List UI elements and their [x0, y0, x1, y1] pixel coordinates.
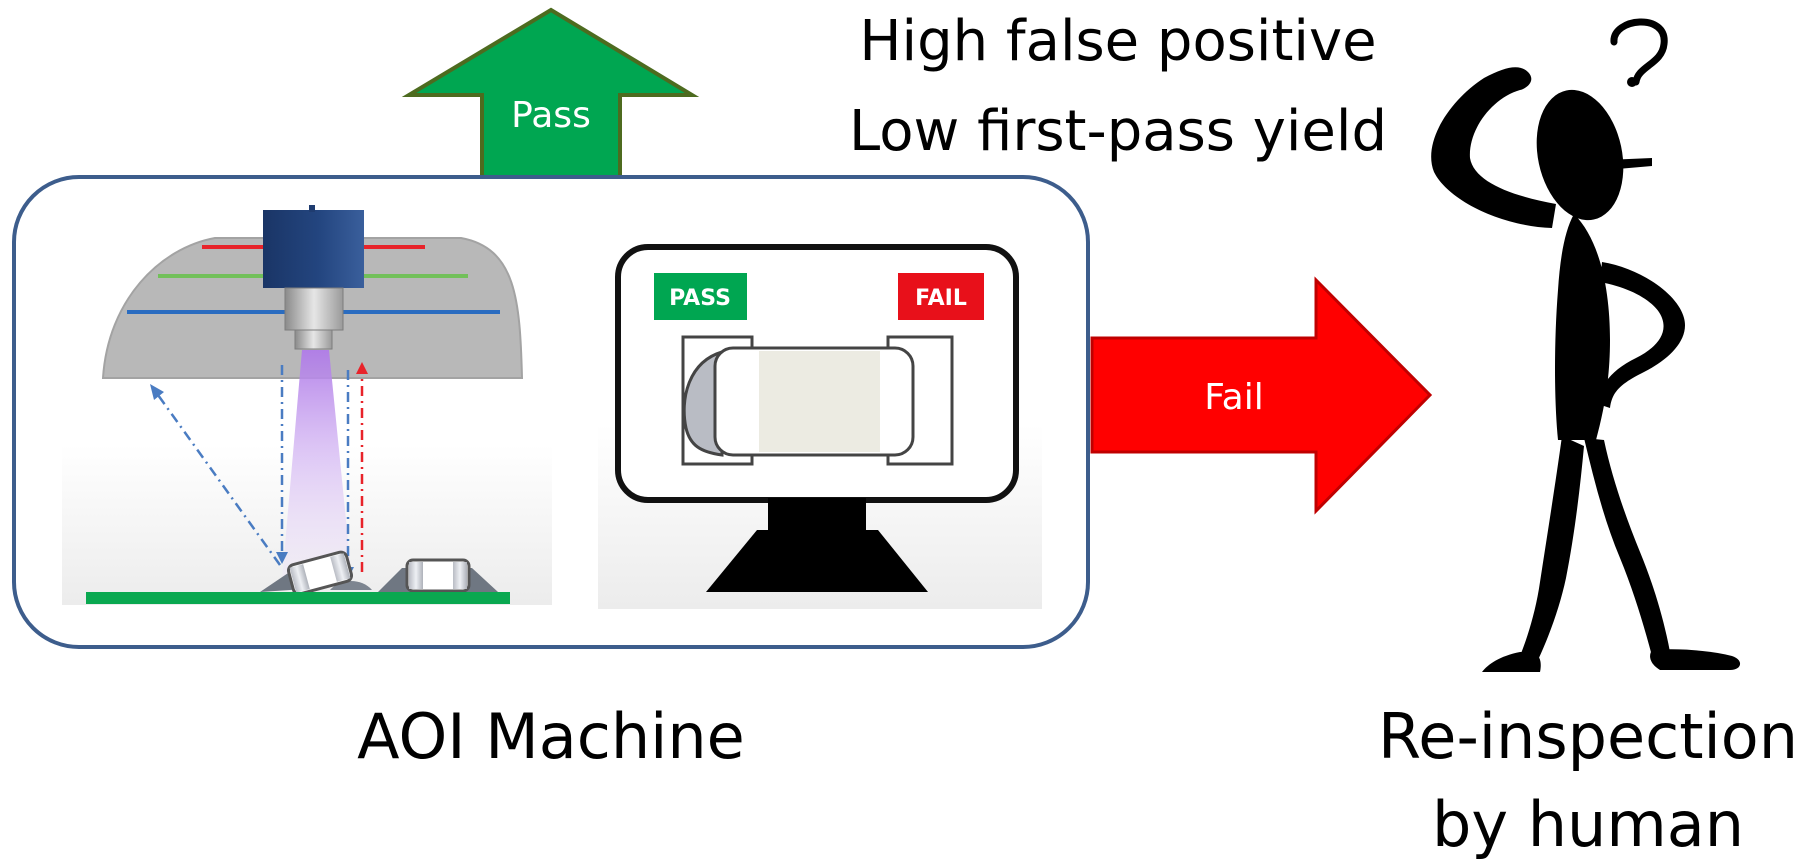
person-leg-right — [1584, 438, 1670, 656]
person-torso — [1555, 214, 1610, 440]
person-arm-hip — [1598, 262, 1685, 408]
camera-cap — [309, 205, 315, 212]
blue-ray-reflected-arrowhead — [150, 384, 164, 400]
blue-ray-reflected — [156, 394, 282, 566]
person-foot-right — [1650, 649, 1741, 670]
person-foot-left — [1482, 652, 1541, 672]
reinspection-label-line2: by human — [1432, 788, 1744, 861]
aoi-machine-label: AOI Machine — [357, 700, 745, 773]
aoi-optics-illustration — [62, 205, 552, 605]
question-mark-icon — [1610, 18, 1668, 86]
question-mark-dot — [1627, 77, 1637, 87]
pass-arrow-label: Pass — [511, 95, 591, 136]
fail-badge — [898, 273, 984, 320]
fail-arrow-label: Fail — [1204, 377, 1263, 418]
monitor-neck — [768, 498, 866, 530]
thinking-person-icon — [1431, 18, 1741, 672]
pass-arrow-shape — [401, 7, 700, 180]
pass-arrow: Pass — [401, 7, 700, 180]
tilted-chip — [286, 550, 354, 596]
monitor-base — [706, 530, 928, 592]
left-solder — [682, 349, 724, 457]
fail-arrow-shape — [1090, 276, 1433, 515]
component-closeup — [681, 335, 954, 466]
pass-badge-label: PASS — [669, 286, 731, 311]
light-beam — [282, 350, 352, 580]
fail-arrow: Fail — [1090, 276, 1433, 515]
aoi-monitor-illustration: PASS FAIL — [598, 244, 1042, 609]
issue-high-false-positive: High false positive — [859, 9, 1376, 74]
camera-lens-tip — [294, 329, 333, 350]
person-arm-raised — [1431, 67, 1556, 228]
reinspection-label-line1: Re-inspection — [1378, 700, 1798, 773]
person-nose — [1606, 158, 1652, 170]
red-ray-arrowhead — [356, 362, 368, 374]
blue-ray-arrowhead — [276, 552, 288, 564]
person-head — [1536, 89, 1624, 221]
chip-center — [759, 351, 880, 452]
camera-body — [263, 210, 364, 288]
pass-badge — [654, 273, 747, 320]
fail-badge-label: FAIL — [915, 286, 967, 311]
pcb-board — [86, 592, 510, 604]
camera-lens — [284, 287, 344, 331]
person-leg-left — [1520, 436, 1584, 660]
flat-chip — [405, 558, 471, 593]
issue-low-first-pass-yield: Low first-pass yield — [849, 99, 1387, 164]
